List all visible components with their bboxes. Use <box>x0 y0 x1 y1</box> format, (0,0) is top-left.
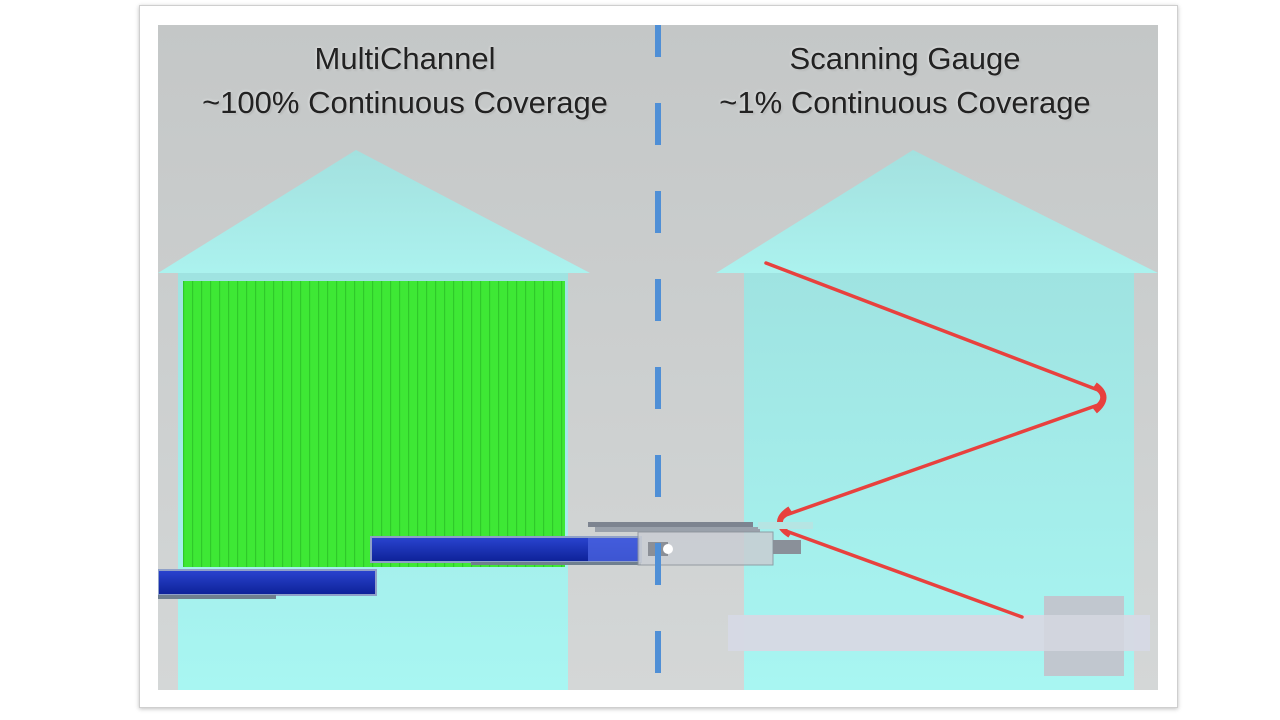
multichannel-title: MultiChannel <box>314 41 496 76</box>
scanning-gauge-subtitle: ~1% Continuous Coverage <box>719 85 1091 120</box>
comparison-diagram <box>158 25 1158 690</box>
scan-turn-right <box>1092 382 1107 414</box>
multichannel-gauge <box>158 536 642 599</box>
scanning-gauge-title: Scanning Gauge <box>789 41 1021 76</box>
left-panel-title: MultiChannel ~100% Continuous Coverage <box>155 37 655 125</box>
right-panel-title: Scanning Gauge ~1% Continuous Coverage <box>655 37 1155 125</box>
right-sheet-arrowhead <box>716 150 1158 273</box>
multichannel-subtitle: ~100% Continuous Coverage <box>202 85 608 120</box>
gauge-bar-lower <box>158 569 377 596</box>
left-sheet-arrowhead <box>158 150 590 273</box>
multichannel-coverage-area <box>183 281 565 567</box>
scanning-gauge-frame <box>728 596 1150 676</box>
